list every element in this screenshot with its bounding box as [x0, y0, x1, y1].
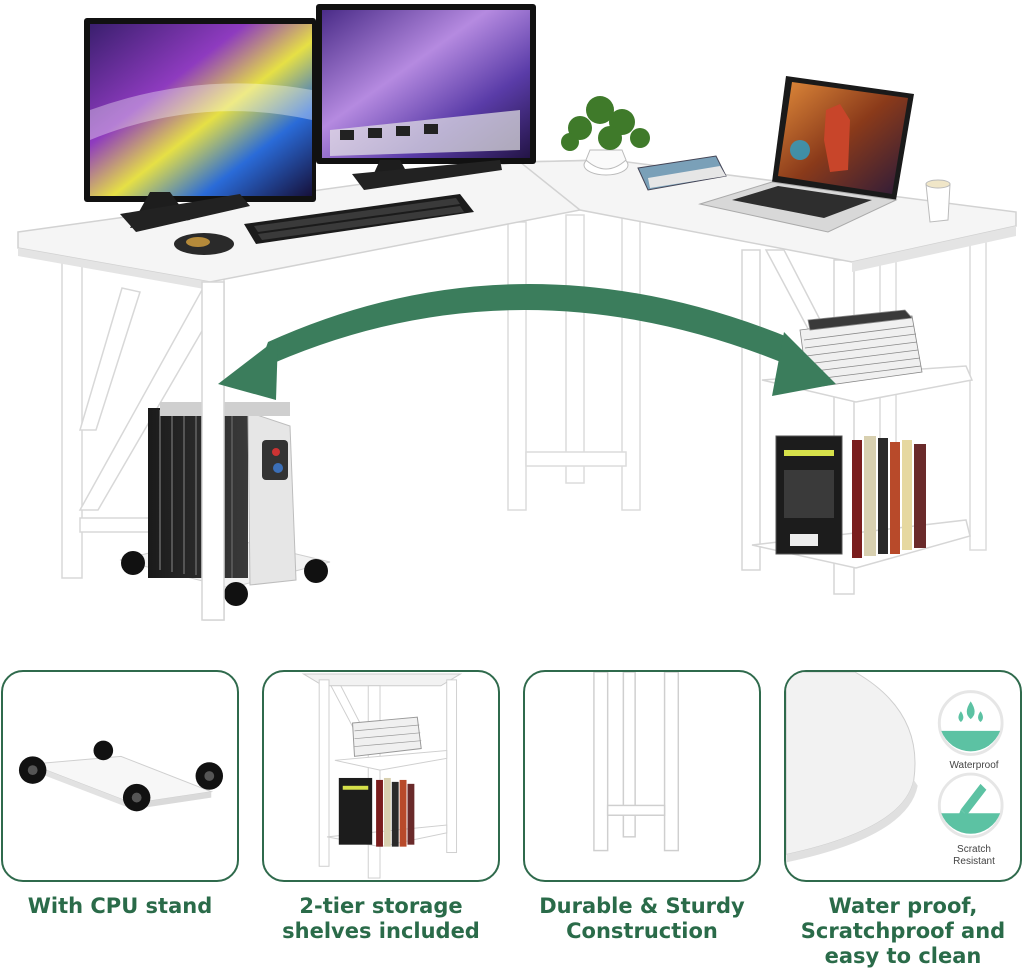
caption-cpu-stand: With CPU stand [27, 894, 213, 918]
panel-cpu-stand [1, 670, 239, 882]
pencil-icon [937, 772, 1004, 839]
scratch-resistant-label: Scratch Resistant [953, 844, 995, 867]
mug [925, 179, 951, 223]
storage-shelves [741, 249, 974, 595]
shelves-image [301, 673, 463, 879]
legs-image [593, 672, 680, 852]
panel-storage-shelves [262, 670, 500, 882]
tabletop-corner-image [786, 672, 1004, 863]
laptop [698, 76, 914, 233]
desk-hero-image [17, 4, 1017, 621]
double-arrow-icon [218, 283, 836, 400]
caption-sturdy-construction: Durable & Sturdy Construction [539, 894, 745, 943]
waterproof-label: Waterproof [949, 760, 999, 771]
keyboard [244, 194, 474, 244]
panel-waterproof: Waterproof Scratch Resistant [784, 670, 1022, 882]
dual-monitors [84, 4, 536, 232]
cpu-stand-image [18, 740, 224, 812]
caption-waterproof: Water proof, Scratchproof and easy to cl… [800, 894, 1006, 968]
plant [561, 96, 650, 176]
caption-storage-shelves: 2-tier storage shelves included [282, 894, 480, 943]
cpu-tower [119, 402, 331, 606]
panel-sturdy-construction [523, 670, 761, 882]
water-drops-icon [937, 690, 1004, 756]
